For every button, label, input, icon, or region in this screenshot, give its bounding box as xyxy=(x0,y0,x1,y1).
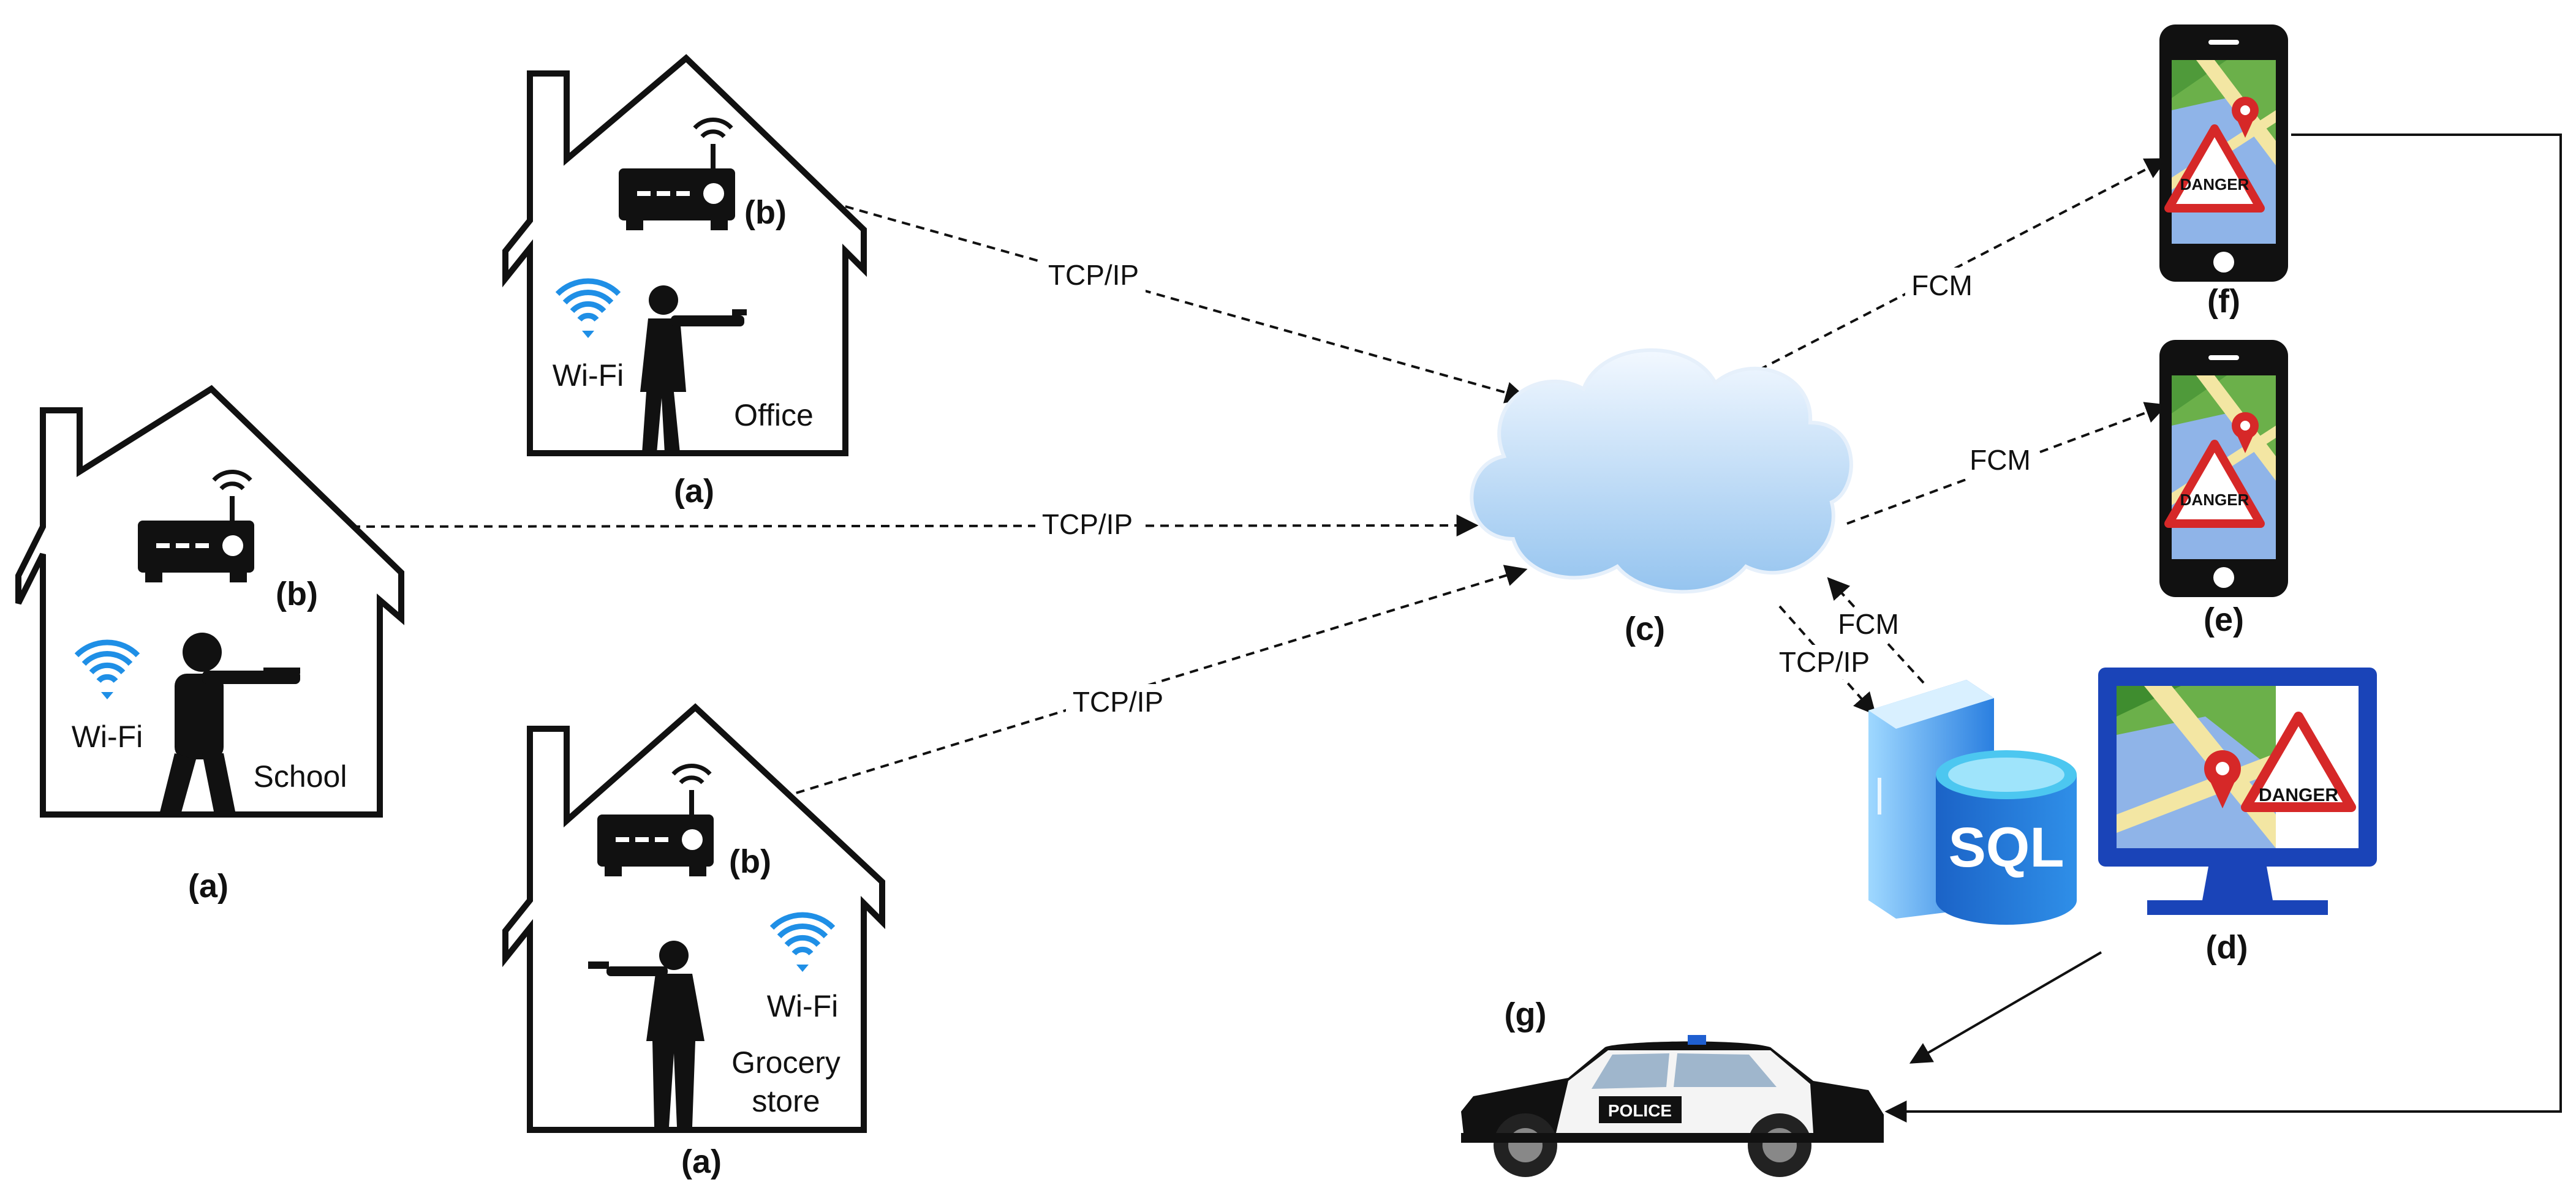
phone-f: DANGER (f) xyxy=(2159,24,2288,320)
conn-monitor-police xyxy=(1909,951,2102,1064)
location-name: Office xyxy=(734,398,814,432)
cloud-icon xyxy=(1470,348,1853,594)
monitor-tag: (d) xyxy=(2206,929,2248,966)
police-car: (g) POLICE xyxy=(1461,996,1884,1177)
police-car-icon: POLICE xyxy=(1461,1035,1884,1177)
monitor: DANGER (d) xyxy=(2098,668,2377,966)
police-door-text: POLICE xyxy=(1608,1101,1672,1120)
label-phone-f-fcm: FCM xyxy=(1911,269,1973,301)
wifi-label: Wi-Fi xyxy=(72,720,143,754)
label-db-tcpip: TCP/IP xyxy=(1779,646,1870,678)
wifi-label: Wi-Fi xyxy=(767,989,839,1023)
phone-tag: (f) xyxy=(2207,283,2240,320)
connection-labels: TCP/IP TCP/IP TCP/IP FCM FCM FCM TCP/IP xyxy=(1035,257,2037,721)
phone-tag: (e) xyxy=(2204,601,2244,638)
shooter-silhouette-icon xyxy=(159,633,300,815)
building-tag: (a) xyxy=(188,868,229,905)
label-grocery-tcpip: TCP/IP xyxy=(1073,686,1163,718)
building-grocery-store: (b) Wi-Fi Grocery store (a) xyxy=(502,703,885,1180)
house-outline xyxy=(502,54,867,456)
phone-e: DANGER (e) xyxy=(2159,340,2288,638)
house-outline xyxy=(15,385,404,818)
shooter-silhouette-icon xyxy=(588,941,704,1127)
building-school: (b) Wi-Fi School (a) xyxy=(15,385,404,905)
phone-icon xyxy=(2159,24,2288,282)
building-tag: (a) xyxy=(681,1143,722,1180)
cloud-tag: (c) xyxy=(1625,611,1665,647)
building-tag: (a) xyxy=(674,473,714,510)
conn-school-cloud xyxy=(263,514,1479,537)
location-name: School xyxy=(254,759,347,794)
router-tag: (b) xyxy=(729,843,771,880)
sql-database: SQL xyxy=(1868,680,2077,925)
label-school-tcpip: TCP/IP xyxy=(1042,508,1133,540)
label-db-fcm: FCM xyxy=(1838,608,1899,640)
wifi-label: Wi-Fi xyxy=(553,358,624,393)
database-label: SQL xyxy=(1948,816,2064,879)
cloud-server: (c) xyxy=(1470,348,1853,647)
database-cylinder-icon xyxy=(1936,750,2077,925)
router-tag: (b) xyxy=(744,194,787,231)
shooter-silhouette-icon xyxy=(640,285,747,453)
police-car-tag: (g) xyxy=(1505,996,1547,1033)
conn-cloud-db xyxy=(1778,605,1876,715)
phone-icon xyxy=(2159,340,2288,597)
conn-phone-police xyxy=(1884,134,2562,1123)
building-office: (b) Wi-Fi Office (a) xyxy=(502,54,867,510)
label-office-tcpip: TCP/IP xyxy=(1048,259,1139,291)
location-name-line2: store xyxy=(752,1084,820,1118)
location-name-line1: Grocery xyxy=(731,1045,840,1080)
house-outline xyxy=(502,703,885,1133)
monitor-warning: DANGER xyxy=(2259,785,2338,805)
label-phone-e-fcm: FCM xyxy=(1970,444,2031,476)
phone-warning: DANGER xyxy=(2180,491,2249,509)
phone-warning: DANGER xyxy=(2180,175,2249,194)
router-tag: (b) xyxy=(276,576,318,612)
